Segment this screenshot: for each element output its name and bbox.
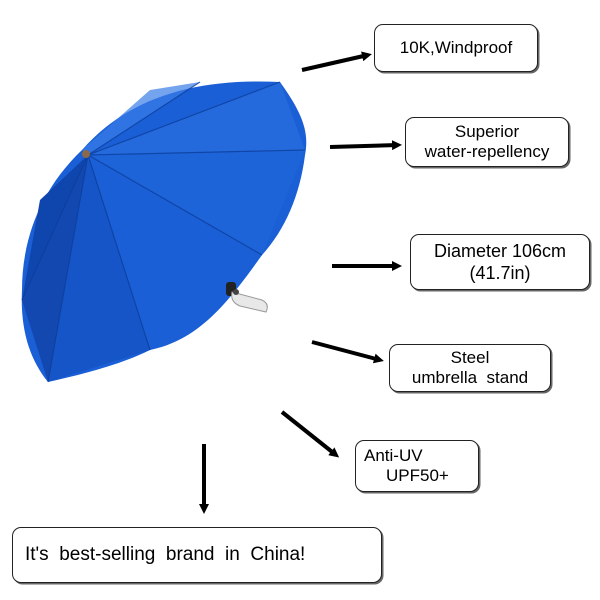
canopy-panel bbox=[88, 150, 305, 255]
umbrella-tip bbox=[82, 150, 90, 158]
feature-windproof-label: 10K,Windproof bbox=[374, 24, 538, 72]
arrow-icon bbox=[311, 340, 384, 364]
feature-uv-line2: UPF50+ bbox=[386, 466, 449, 485]
best-selling-banner: It's best-selling brand in China! bbox=[12, 527, 382, 583]
feature-diameter-label: Diameter 106cm (41.7in) bbox=[410, 234, 590, 290]
feature-steel-line2: umbrella stand bbox=[411, 368, 529, 387]
umbrella-illustration bbox=[21, 81, 307, 383]
canopy-panel bbox=[88, 82, 305, 155]
feature-diameter-line1: Diameter 106cm bbox=[433, 241, 567, 261]
feature-windproof-text: 10K,Windproof bbox=[399, 38, 513, 57]
feature-water-line2: water-repellency bbox=[424, 142, 550, 161]
feature-water-line1: Superior bbox=[454, 122, 520, 141]
feature-steel-stand-label: Steel umbrella stand bbox=[389, 344, 551, 392]
feature-diameter-line2: (41.7in) bbox=[469, 263, 531, 283]
feature-water-repellency-label: Superior water-repellency bbox=[405, 117, 569, 167]
feature-uv-line1: Anti-UV bbox=[364, 446, 423, 465]
arrow-icon bbox=[280, 410, 340, 458]
canopy-panel bbox=[82, 82, 200, 155]
canopy-panel bbox=[22, 155, 88, 382]
arrows bbox=[199, 51, 402, 514]
canopy-panel bbox=[48, 155, 150, 382]
arrow-icon bbox=[329, 140, 402, 151]
arrow-icon bbox=[301, 51, 372, 72]
best-selling-text: It's best-selling brand in China! bbox=[25, 544, 306, 565]
umbrella-handle bbox=[226, 282, 268, 313]
feature-anti-uv-label: Anti-UV UPF50+ bbox=[355, 440, 479, 492]
feature-steel-line1: Steel bbox=[450, 348, 490, 367]
canopy-panel bbox=[88, 155, 262, 350]
